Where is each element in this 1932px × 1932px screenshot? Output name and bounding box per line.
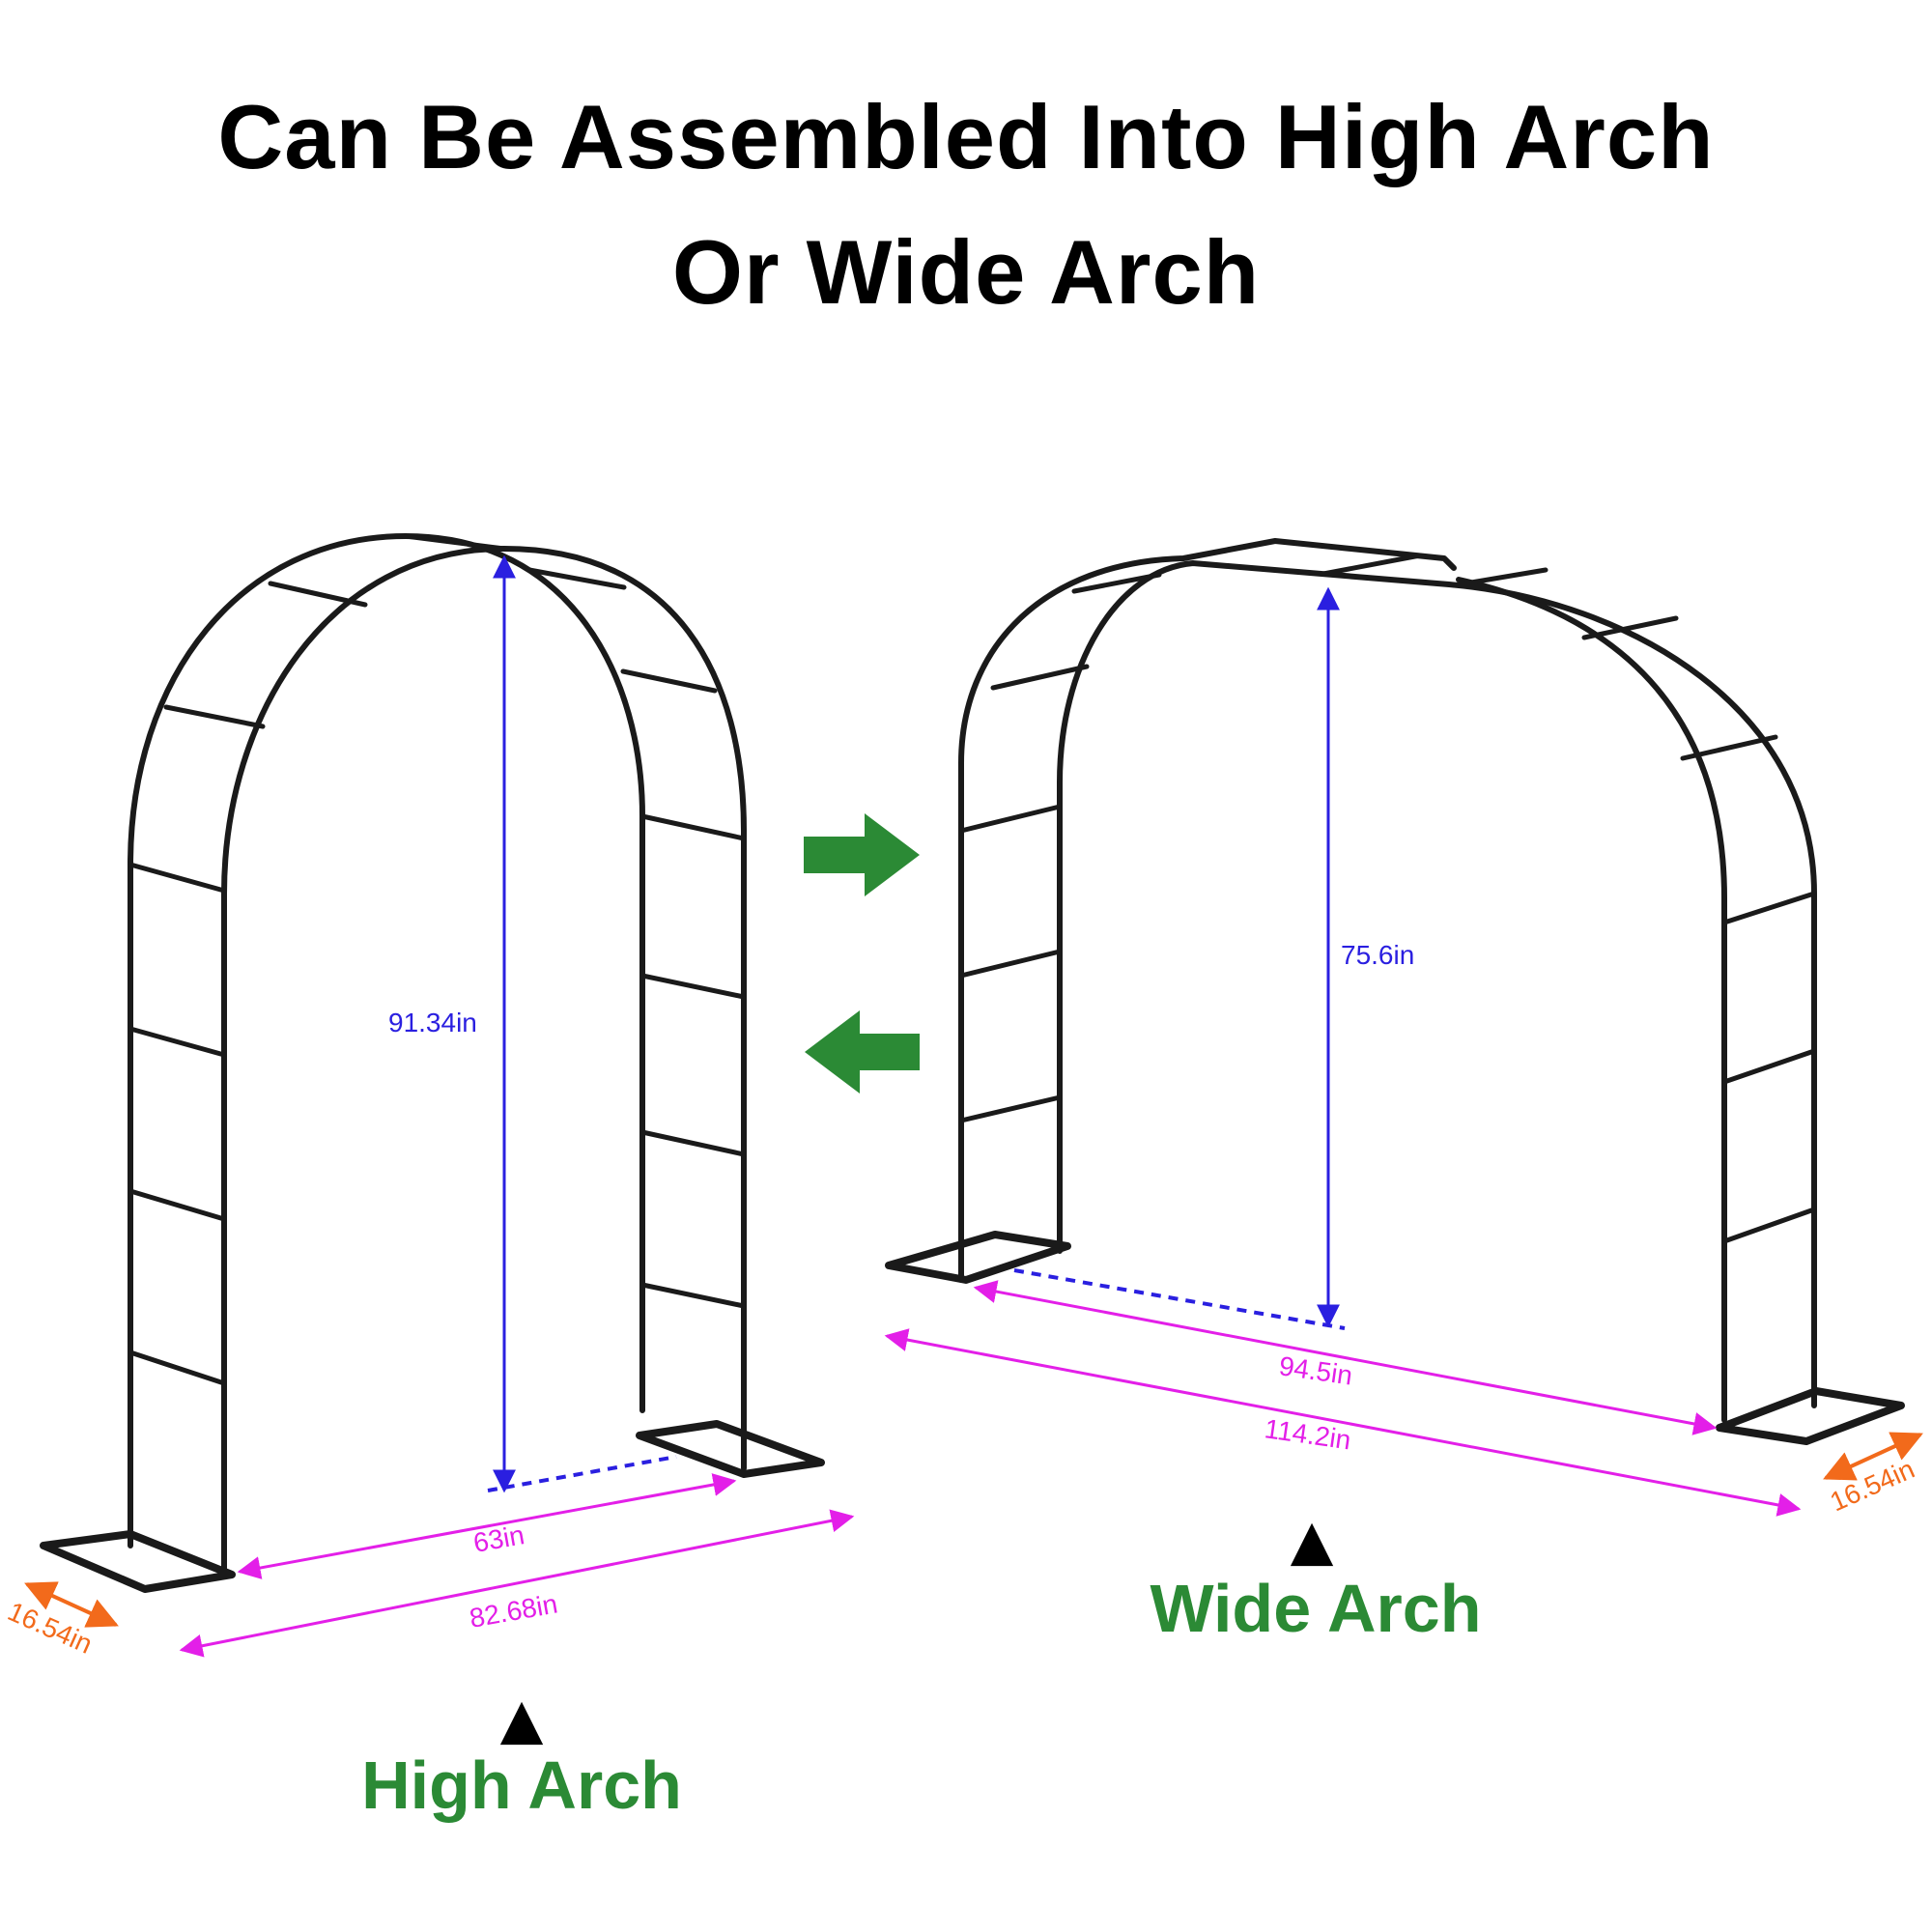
high-arch-outer-width-label: 82.68in (468, 1588, 560, 1633)
wide-arch-back-rail (958, 538, 1457, 1283)
wide-arch-base-right (1716, 1387, 1905, 1445)
high-arch-height-label: 91.34in (388, 1008, 477, 1037)
high-arch-rungs (128, 533, 747, 1386)
high-arch-depth-line (24, 1581, 119, 1628)
high-arch-caption: High Arch (361, 1747, 682, 1823)
wide-arch-right-rail (1456, 577, 1727, 1423)
high-arch-frame (40, 533, 825, 1593)
wide-arch-inner-width-line (973, 1280, 1718, 1435)
high-arch-base-right (636, 1420, 825, 1478)
high-arch-inner-width-label: 63in (471, 1520, 527, 1558)
high-arch-outer-width-line (179, 1509, 855, 1658)
wide-arch-dimensions (884, 586, 1923, 1517)
page-title-line2: Or Wide Arch (671, 221, 1261, 323)
high-arch-dimensions (24, 554, 855, 1658)
wide-arch-marker-icon: ▲ (1290, 1507, 1334, 1573)
wide-arch-height-label: 75.6in (1341, 940, 1414, 970)
wide-arch-depth-line (1823, 1432, 1923, 1481)
high-arch-floor-dash (487, 1455, 677, 1492)
wide-arch-floor-dash (1013, 1268, 1346, 1330)
wide-arch-depth-label: 16.54in (1826, 1454, 1919, 1518)
high-arch-marker-icon: ▲ (499, 1686, 544, 1751)
wide-arch-base-left (885, 1231, 1071, 1284)
arrow-left-icon (805, 1010, 920, 1094)
high-arch-back-rail (128, 533, 645, 1548)
high-arch-front-rail (221, 546, 747, 1573)
high-arch-base-left (40, 1530, 236, 1593)
wide-arch-front-rail (1057, 560, 1817, 1408)
wide-arch-outer-width-label: 114.2in (1263, 1413, 1352, 1455)
high-arch-depth-label: 16.54in (4, 1596, 98, 1660)
wide-arch-frame (885, 538, 1905, 1445)
page-title-line1: Can Be Assembled Into High Arch (217, 86, 1715, 187)
wide-arch-outer-width-line (884, 1328, 1802, 1517)
wide-arch-rungs (958, 538, 1817, 1244)
wide-arch-caption: Wide Arch (1150, 1571, 1482, 1646)
arrow-right-icon (804, 813, 920, 896)
